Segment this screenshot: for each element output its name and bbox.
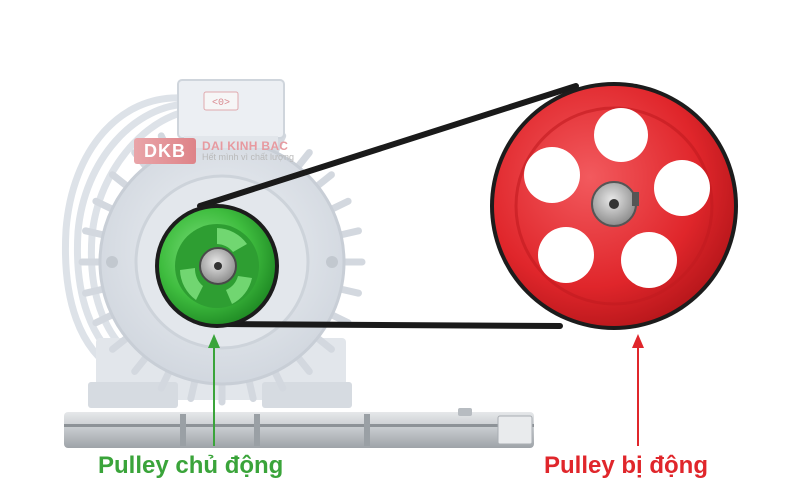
driven-pulley-label: Pulley bị động xyxy=(544,452,709,479)
logo-mark: DKB xyxy=(134,138,196,164)
drive-belt xyxy=(197,83,579,329)
terminal-box-label: <0> xyxy=(212,98,230,109)
drive-pulley-arrow xyxy=(208,334,220,446)
drive-pulley xyxy=(155,204,279,328)
motor-bolts xyxy=(106,256,338,268)
terminal-box: <0> xyxy=(177,79,285,148)
driven-pulley-arrow xyxy=(632,334,644,446)
base-rail xyxy=(64,408,534,448)
driven-pulley xyxy=(490,82,738,330)
drive-pulley-spokes xyxy=(180,228,252,304)
driven-pulley-spoke-holes xyxy=(524,108,710,288)
logo-text: DAI KINH BAC Hết mình vì chất lượng xyxy=(202,140,294,162)
brand-slogan: Hết mình vì chất lượng xyxy=(202,151,294,162)
brand-name: DAI KINH BAC xyxy=(202,138,289,153)
drive-pulley-label: Pulley chủ động xyxy=(98,452,284,479)
brand-logo: DKB DAI KINH BAC Hết mình vì chất lượng xyxy=(134,138,294,164)
